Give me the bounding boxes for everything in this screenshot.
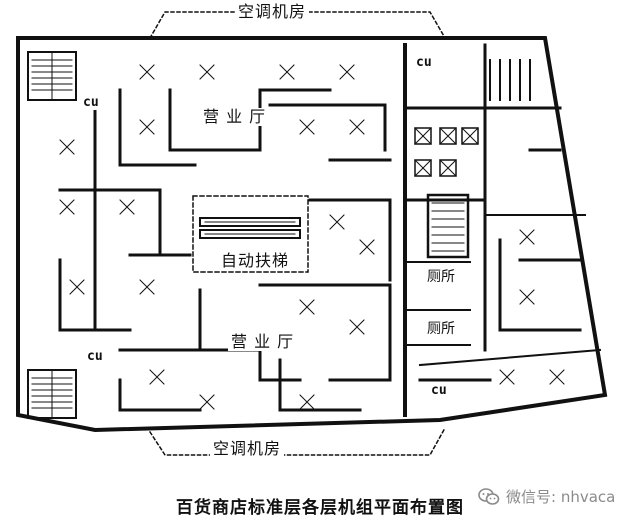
label-sales-hall-bottom: 营 业 厅	[228, 333, 298, 351]
label-escalator: 自动扶梯	[218, 252, 293, 270]
duct-network	[58, 88, 582, 412]
cu-unit-1: cu	[415, 55, 433, 70]
figure-caption: 百货商店标准层各层机组平面布置图	[176, 498, 464, 518]
escalator-boundary	[192, 195, 309, 273]
diffuser-marks	[59, 64, 565, 410]
wechat-icon	[478, 487, 500, 506]
label-toilet-1: 厕所	[424, 268, 458, 286]
stair-core	[426, 193, 470, 259]
label-toilet-2: 厕所	[424, 320, 458, 338]
cu-unit-2: cu	[82, 95, 100, 110]
label-ac-room-bottom: 空调机房	[210, 440, 285, 458]
cu-unit-4: cu	[430, 383, 448, 398]
escalator-graphic	[199, 217, 301, 239]
watermark-text: 微信号: nhvaca	[506, 488, 616, 506]
label-sales-hall-top: 营 业 厅	[200, 108, 270, 126]
cu-unit-3: cu	[86, 349, 104, 364]
building-outline	[16, 36, 608, 433]
label-ac-room-top: 空调机房	[235, 3, 310, 21]
watermark: 微信号: nhvaca	[478, 486, 615, 507]
ac-room-bottom-boundary	[148, 426, 447, 456]
